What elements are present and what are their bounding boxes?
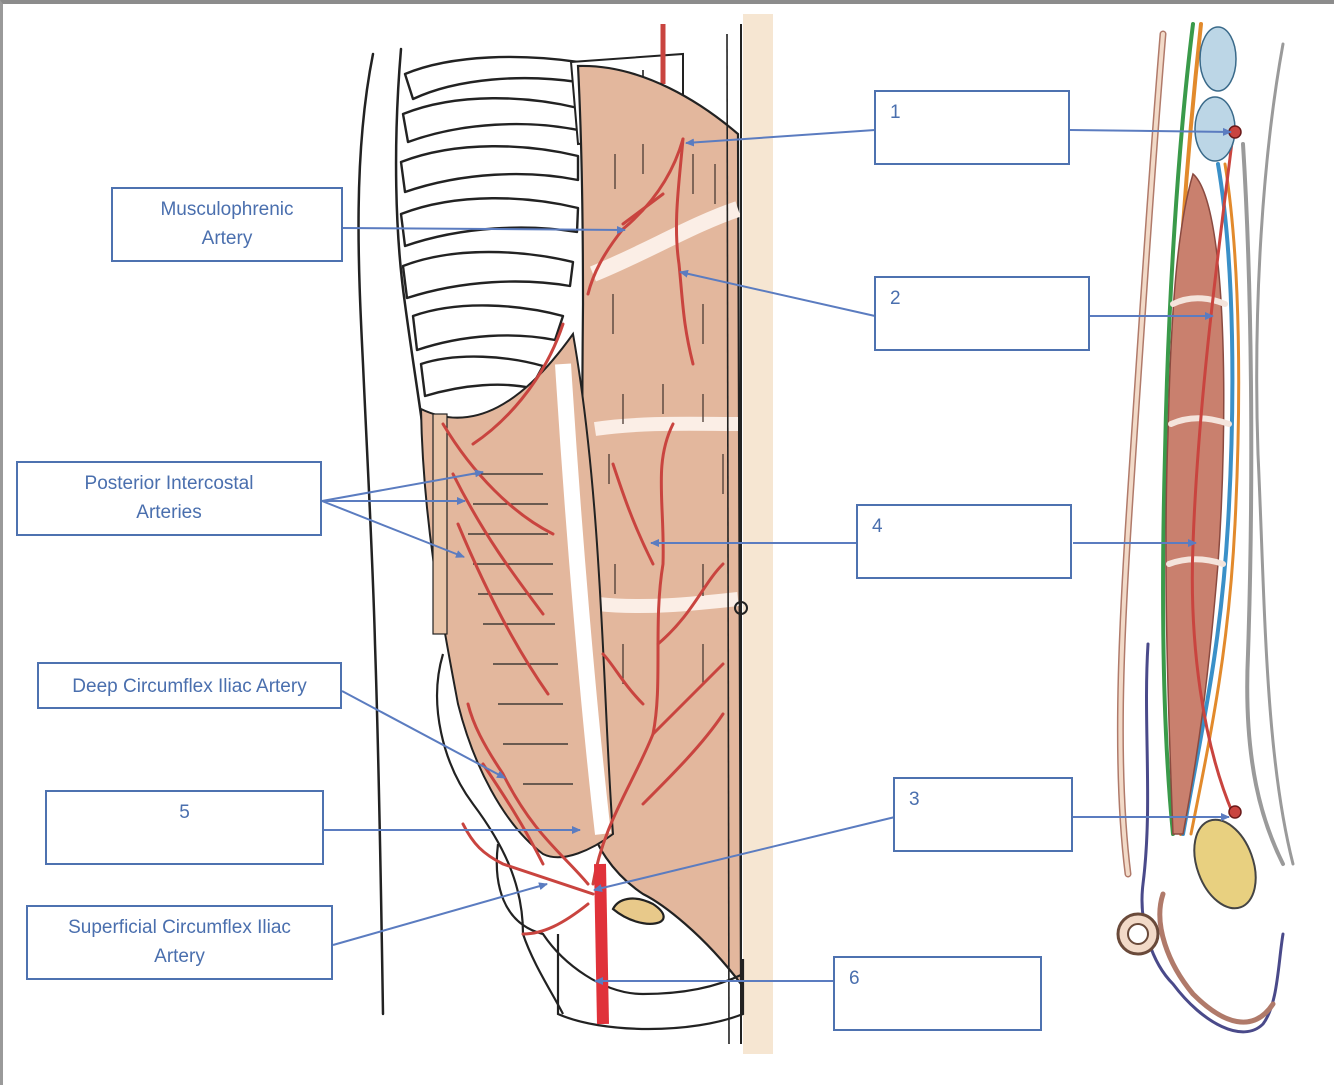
- leader-superficial-circumflex: [332, 882, 548, 946]
- leader-deep-circumflex: [341, 690, 506, 779]
- answer-box-4[interactable]: 4: [856, 504, 1072, 579]
- label-musculophrenic-line2: Artery: [201, 228, 253, 249]
- leader-1-left: [685, 129, 876, 147]
- trunk-outline: [357, 47, 431, 1016]
- label-posterior-intercostal-line1: Posterior Intercostal: [84, 473, 254, 494]
- rib-cage: [399, 55, 580, 398]
- lateral-muscle: [419, 331, 615, 859]
- leader-musculophrenic: [341, 225, 626, 234]
- answer-box-6[interactable]: 6: [833, 956, 1042, 1031]
- leader-1-right: [1069, 127, 1232, 136]
- leader-intercostal-a: [321, 469, 484, 502]
- answer-box-2[interactable]: 2: [874, 276, 1090, 351]
- label-superficial-circumflex-line2: Artery: [154, 946, 205, 967]
- leader-2-left: [679, 269, 876, 317]
- leader-3-left: [593, 816, 896, 893]
- pelvis-outline: [436, 653, 745, 1031]
- label-musculophrenic-line1: Musculophrenic: [160, 199, 294, 220]
- label-superficial-circumflex-line1: Superficial Circumflex Iliac: [68, 917, 291, 938]
- label-posterior-intercostal-arteries: Posterior Intercostal Arteries: [16, 461, 322, 536]
- answer-box-5-number: 5: [179, 802, 190, 823]
- leader-intercostal-c: [321, 500, 465, 558]
- label-deep-circumflex-iliac-artery: Deep Circumflex Iliac Artery: [37, 662, 342, 709]
- answer-box-1[interactable]: 1: [874, 90, 1070, 165]
- rectus-muscle: [576, 64, 743, 988]
- anatomy-illustration: [321, 14, 1295, 1054]
- label-superficial-circumflex-iliac-artery: Superficial Circumflex Iliac Artery: [26, 905, 333, 980]
- answer-box-1-number: 1: [890, 102, 901, 123]
- label-musculophrenic-artery: Musculophrenic Artery: [111, 187, 343, 262]
- answer-box-5[interactable]: 5: [45, 790, 324, 865]
- arteries-left: [441, 137, 725, 936]
- umbilicus-shape: [734, 601, 748, 615]
- answer-box-3[interactable]: 3: [893, 777, 1073, 852]
- cross-section: [1116, 22, 1295, 1034]
- answer-box-3-number: 3: [909, 789, 920, 810]
- label-posterior-intercostal-line2: Arteries: [136, 502, 202, 523]
- answer-box-2-number: 2: [890, 288, 901, 309]
- label-deep-circumflex-line1: Deep Circumflex Iliac Artery: [72, 676, 307, 697]
- answer-box-6-number: 6: [849, 968, 860, 989]
- answer-box-4-number: 4: [872, 516, 883, 537]
- linea-alba: [726, 14, 773, 1054]
- leader-lines: [321, 127, 1232, 985]
